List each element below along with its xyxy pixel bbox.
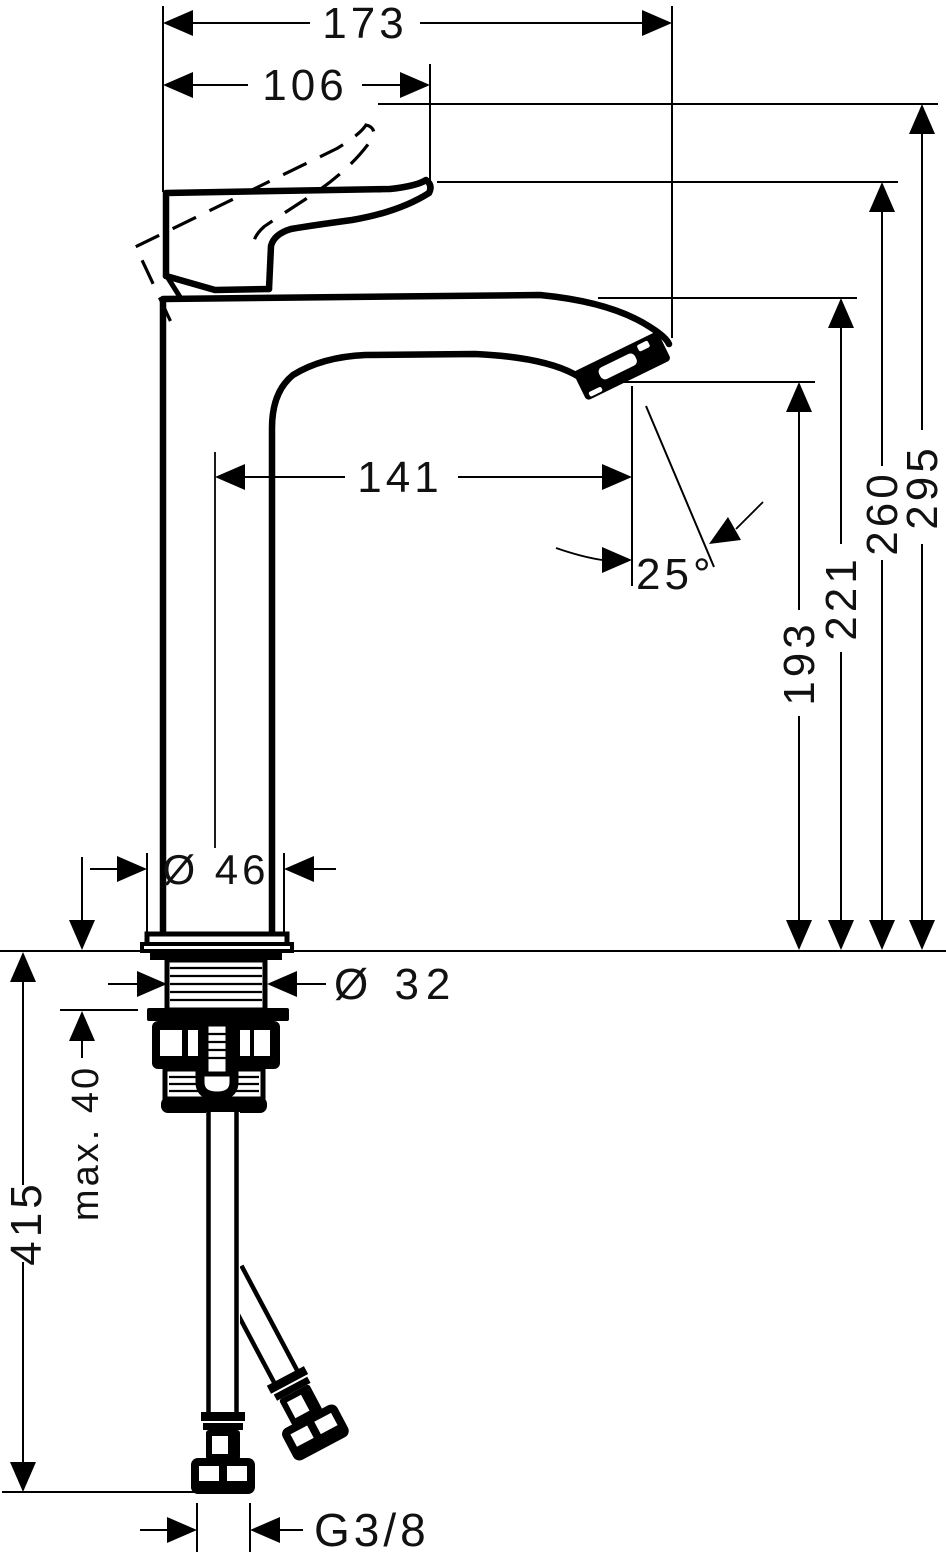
dim-max-counter-thickness: max. 40 xyxy=(65,857,107,1221)
dim-spout-top-height: 221 xyxy=(817,298,866,950)
dim-hose-length: 415 xyxy=(2,952,51,1492)
dim-label-295: 295 xyxy=(898,444,946,529)
shank-threads xyxy=(170,966,262,1002)
dim-label-max40: max. 40 xyxy=(65,1065,107,1221)
dim-outlet-height: 193 xyxy=(775,382,824,950)
supply-hose-vertical xyxy=(191,1112,255,1494)
dim-overall-depth: 173 xyxy=(163,0,672,48)
dim-label-106: 106 xyxy=(262,61,347,110)
extension-lines xyxy=(2,6,938,1552)
dim-handle-height: 260 xyxy=(858,182,907,950)
aerator-outlet xyxy=(574,332,670,400)
base-lip xyxy=(140,942,294,953)
handle-raised-dashed-outline xyxy=(133,123,376,322)
dim-label-141: 141 xyxy=(357,453,442,502)
handle-lever xyxy=(162,176,434,299)
dim-label-25deg: 25° xyxy=(636,550,715,599)
mounting-assembly xyxy=(147,951,289,1113)
dim-spout-reach: 141 xyxy=(215,453,632,502)
dim-total-height: 295 xyxy=(898,104,946,950)
dim-label-193: 193 xyxy=(775,620,824,705)
dim-label-g38: G3/8 xyxy=(314,1504,430,1553)
dim-label-d32: Ø 32 xyxy=(334,960,457,1009)
dim-thread-size: G3/8 xyxy=(140,1504,430,1553)
dim-label-221: 221 xyxy=(817,555,866,640)
dim-base-diameter: Ø 46 xyxy=(90,846,336,893)
dim-shank-diameter: Ø 32 xyxy=(108,960,457,1009)
dim-label-173: 173 xyxy=(322,0,407,48)
dim-label-d46: Ø 46 xyxy=(162,846,269,893)
dim-handle-depth: 106 xyxy=(163,61,430,110)
dim-spray-angle: 25° xyxy=(555,405,764,599)
dim-label-260: 260 xyxy=(858,470,907,555)
dim-label-415: 415 xyxy=(2,1180,51,1265)
